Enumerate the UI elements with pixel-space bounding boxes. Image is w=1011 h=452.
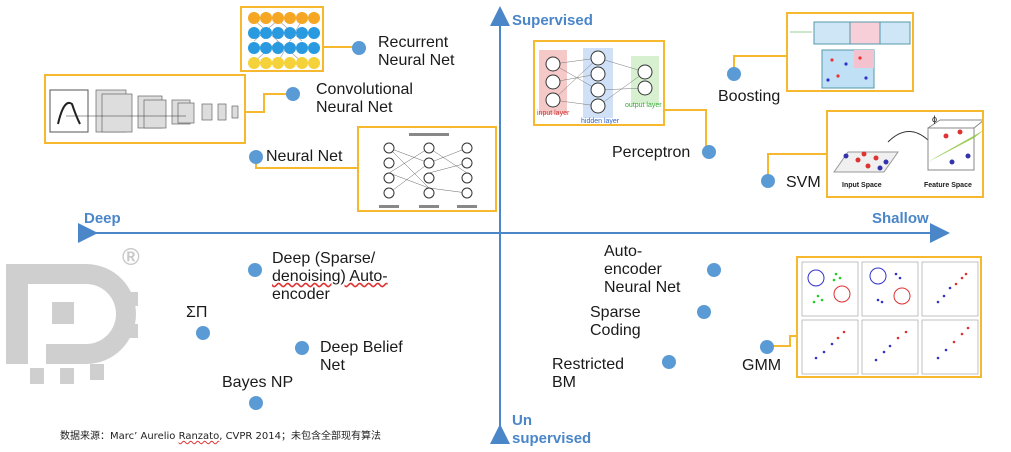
perceptron-dot <box>702 145 716 159</box>
ae-label-2: encoder <box>604 261 662 278</box>
rnn-thumbnail <box>240 6 324 72</box>
source-wavy: 未包含全部 <box>291 431 342 442</box>
registered-mark-icon: ® <box>122 244 140 271</box>
svm-thumbnail: ϕ Input Space Feature Space <box>826 110 984 198</box>
source-note: 数据来源：Marc’ Aurelio Ranzato, CVPR 2014；未包… <box>60 427 381 442</box>
dbn-dot <box>295 341 309 355</box>
phi-label: ϕ <box>932 114 938 124</box>
svm-label: SVM <box>786 174 821 191</box>
gear-logo-icon <box>6 264 138 384</box>
axis-label-supervised-bottom: supervised <box>512 430 592 447</box>
axis-label-shallow: Shallow <box>872 210 929 227</box>
sumprod-dot <box>196 326 210 340</box>
rbm-label-2: BM <box>552 374 576 391</box>
dae-label-1: Deep (Sparse/ <box>272 250 376 267</box>
perceptron-label: Perceptron <box>612 144 691 161</box>
cnn-label-2: Neural Net <box>316 99 393 116</box>
axis-label-un: Un <box>512 412 532 429</box>
source-suffix: 现有算法 <box>341 431 382 442</box>
dbn-label-2: Net <box>320 357 345 374</box>
ae-label-3: Neural Net <box>604 279 681 296</box>
input-space-label: Input Space <box>842 182 882 189</box>
cnn-thumbnail <box>44 74 246 144</box>
rbm-label-1: Restricted <box>552 356 625 373</box>
ae-dot <box>707 263 721 277</box>
axis-label-supervised: Supervised <box>512 12 593 29</box>
dae-dot <box>248 263 262 277</box>
rnn-label-2: Neural Net <box>378 52 455 69</box>
ae-label-1: Auto- <box>604 243 643 260</box>
input-layer-label: input layer <box>537 110 570 117</box>
rnn-dot <box>352 41 366 55</box>
axis-label-deep: Deep <box>84 210 121 227</box>
sumprod-label: ΣΠ <box>186 304 208 321</box>
sparse-label-1: Sparse <box>590 304 641 321</box>
output-layer-label: output layer <box>625 102 662 109</box>
boosting-dot <box>727 67 741 81</box>
rnn-label-1: Recurrent <box>378 34 449 51</box>
boosting-label: Boosting <box>718 88 781 105</box>
hidden-layer-label: hidden layer <box>581 118 620 125</box>
cnn-label-1: Convolutional <box>316 81 413 98</box>
source-author: Ranzato <box>178 431 220 442</box>
sparse-dot <box>697 305 711 319</box>
bayes-label: Bayes NP <box>222 374 294 391</box>
gmm-dot <box>760 340 774 354</box>
source-prefix: 数据来源：Marc’ Aurelio <box>60 431 179 442</box>
bayes-dot <box>249 396 263 410</box>
gmm-label: GMM <box>742 357 782 374</box>
gmm-thumbnail <box>796 256 982 378</box>
dbn-label-1: Deep Belief <box>320 339 403 356</box>
sparse-label-2: Coding <box>590 322 641 339</box>
svm-dot <box>761 174 775 188</box>
dae-label-2: denoising) Auto- <box>272 268 388 285</box>
boosting-thumbnail <box>786 12 914 92</box>
source-middle: , CVPR 2014； <box>219 431 292 442</box>
nn-dot <box>249 150 263 164</box>
nn-label: Neural Net <box>266 148 343 165</box>
cnn-dot <box>286 87 300 101</box>
feature-space-label: Feature Space <box>924 182 972 189</box>
rbm-dot <box>662 355 676 369</box>
nn-thumbnail <box>357 126 497 212</box>
perceptron-thumbnail: input layer hidden layer output layer <box>533 40 665 126</box>
dae-label-3: encoder <box>272 286 330 303</box>
